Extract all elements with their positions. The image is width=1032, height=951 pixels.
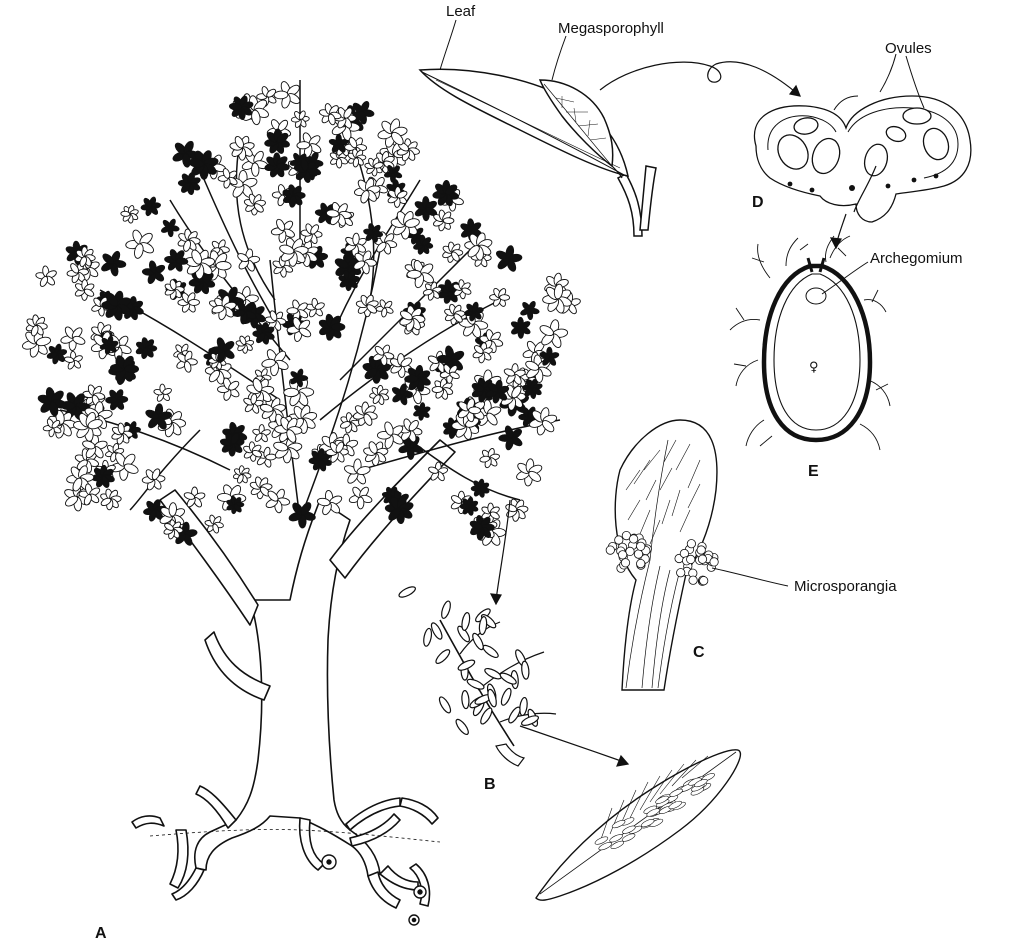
megasporophyll-leader — [552, 36, 566, 80]
archegonium-label: Archegomium — [870, 250, 963, 267]
arrow-to-fertile-leaf — [520, 726, 628, 766]
archegonium-cell — [806, 288, 826, 304]
crown-leaves — [16, 77, 583, 548]
panel-letter-d: D — [752, 194, 764, 212]
panel-letter-c: C — [693, 644, 705, 662]
panel-letter-e: E — [808, 463, 819, 481]
tree-illustration — [16, 77, 583, 925]
fertile-leaf — [536, 750, 740, 900]
female-symbol: ♀ — [809, 360, 819, 375]
ovule-detail — [730, 236, 890, 450]
ovules-label: Ovules — [885, 40, 932, 57]
megasporophyll-label: Megasporophyll — [558, 20, 664, 37]
leaf-leader — [440, 20, 456, 70]
leaf-label: Leaf — [446, 3, 475, 20]
arrow-to-ovule-section — [600, 62, 800, 96]
fertile-shoot — [398, 585, 556, 766]
panel-letter-b: B — [484, 776, 496, 794]
ground-line — [150, 829, 440, 842]
microsporangia-leader — [712, 568, 788, 586]
ovule-cross-section — [754, 96, 970, 222]
panel-letter-a: A — [95, 925, 107, 943]
leaf-with-megasporophyll — [420, 69, 656, 236]
microsporangia-label: Microsporangia — [794, 578, 897, 595]
